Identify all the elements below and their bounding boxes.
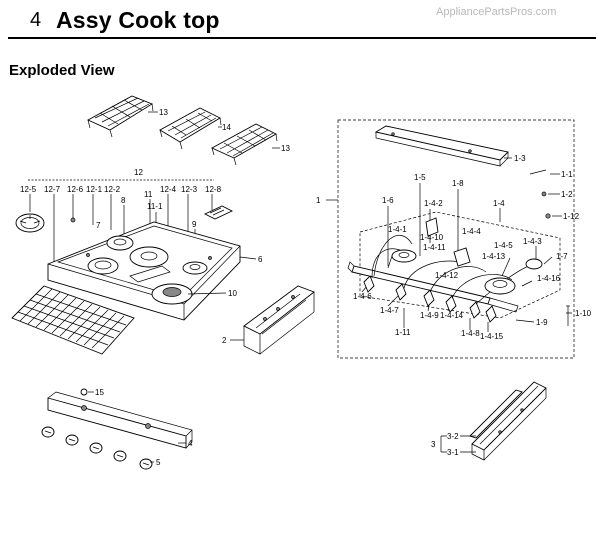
grate-center [159,107,222,150]
label-1-12: 1-12 [563,212,580,221]
label-12-7: 12-7 [44,185,61,194]
side-rail-assy [469,381,547,461]
fitting-1-12 [545,213,551,219]
label-1-7: 1-7 [556,252,568,261]
nut-1-2 [541,191,547,197]
side-bracket [243,285,315,355]
header-rule [8,37,596,39]
label-14: 14 [222,123,231,132]
label-1-4-10: 1-4-10 [420,233,444,242]
top-bracket [374,125,509,167]
grate-right [210,123,278,166]
label-1-4: 1-4 [493,199,505,208]
gas-manifold [347,217,543,323]
label-12-5: 12-5 [20,185,37,194]
section-number: 4 [30,9,42,31]
cooktop-top-panel [47,221,241,321]
label-12-6: 12-6 [67,185,84,194]
label-11-1: 11-1 [147,202,163,211]
label-15: 15 [95,388,104,397]
label-1-8: 1-8 [452,179,464,188]
label-1-4-3: 1-4-3 [523,237,542,246]
label-12-3: 12-3 [181,185,198,194]
label-1-4-13: 1-4-13 [482,252,506,261]
label-11: 11 [144,190,153,199]
assy-1-4-frame [359,211,561,319]
page-title: Assy Cook top [56,7,220,33]
label-1-4-4: 1-4-4 [462,227,481,236]
label-13: 13 [159,108,168,117]
label-1-4-2: 1-4-2 [424,199,443,208]
label-1-5: 1-5 [414,173,426,182]
knob-ring-15 [80,388,88,396]
label-12-1: 12-1 [86,185,103,194]
label-1-9: 1-9 [536,318,548,327]
label-12-4: 12-4 [160,185,177,194]
label-1-4-15: 1-4-15 [480,332,504,341]
label-1-2: 1-2 [561,190,573,199]
label-1-4-11: 1-4-11 [423,243,446,252]
label-1-3: 1-3 [514,154,526,163]
label-1-6: 1-6 [382,196,394,205]
label-1: 1 [316,196,321,205]
label-1-4-12: 1-4-12 [435,271,459,280]
label-6: 6 [258,255,263,264]
label-1-4-1: 1-4-1 [388,225,407,234]
label-12-8: 12-8 [205,185,222,194]
label-12-2: 12-2 [104,185,121,194]
burner-cap-ring [15,213,45,233]
label-1-4-5: 1-4-5 [494,241,513,250]
label-12: 12 [134,168,143,177]
screw-1-1 [529,169,547,175]
label-1-11: 1-11 [395,328,411,337]
label-3-1: 3-1 [447,448,459,457]
label-7: 7 [96,221,101,230]
label-3-2: 3-2 [447,432,459,441]
label-1-4-14: 1-4-14 [440,311,464,320]
grate-left [86,95,154,138]
label-13: 13 [281,144,290,153]
label-1-4-16: 1-4-16 [537,274,561,283]
label-1-1: 1-1 [561,170,573,179]
label-10: 10 [228,289,237,298]
label-3: 3 [431,440,436,449]
assy-1-frame [337,119,575,359]
label-9: 9 [192,220,197,229]
label-5: 5 [156,458,161,467]
label-2: 2 [222,336,227,345]
knobs [41,426,153,470]
label-8: 8 [121,196,126,205]
label-1-4-9: 1-4-9 [420,311,439,320]
screw-12-6 [70,217,76,223]
label-4: 4 [188,439,193,448]
control-panel [47,391,193,449]
insulation-mesh [11,285,135,355]
label-1-10: 1-10 [575,309,592,318]
section-title: Exploded View [9,62,115,79]
label-1-4-7: 1-4-7 [380,306,399,315]
label-1-4-8: 1-4-8 [461,329,480,338]
watermark: AppliancePartsPros.com [436,6,557,18]
